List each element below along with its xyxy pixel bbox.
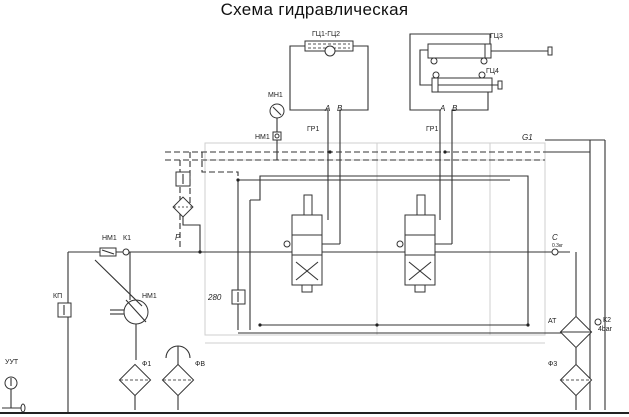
- label-g1: G1: [522, 133, 533, 142]
- relief-valve-kp: [57, 302, 72, 318]
- port-b-1: B: [337, 104, 343, 113]
- cylinder-gc1-gc2: [289, 40, 369, 155]
- relief-valve-280: [231, 289, 246, 305]
- label-hm1-throttle: НМ1: [102, 235, 117, 242]
- filter-fv: [161, 345, 195, 410]
- heat-exchanger-at: [559, 252, 593, 349]
- manometer-mh1: [269, 103, 285, 160]
- filter-f1: [118, 363, 152, 410]
- port-a-2: A: [439, 104, 445, 113]
- label-check-value: 0.3кг: [552, 243, 563, 249]
- label-k2-pressure: 4bar: [598, 326, 613, 333]
- label-f3: Ф3: [548, 361, 557, 368]
- label-at: АТ: [548, 318, 557, 325]
- filter-f3: [559, 348, 593, 410]
- label-p: P: [175, 233, 181, 242]
- label-uut: УУТ: [5, 359, 19, 366]
- main-lines: [68, 139, 606, 410]
- label-gc1-gc2: ГЦ1-ГЦ2: [312, 31, 340, 38]
- label-f1: Ф1: [142, 361, 151, 368]
- label-mh1: МН1: [268, 92, 283, 99]
- junction-dots: [198, 150, 530, 327]
- level-gauge-uut: [2, 376, 26, 413]
- throttle-hm1: [67, 247, 130, 412]
- label-hm1-gauge: НМ1: [255, 134, 270, 141]
- distributor-1: [283, 155, 341, 293]
- assembly-boundary: [204, 142, 546, 344]
- pump-hm1: [94, 252, 149, 360]
- label-280: 280: [207, 293, 222, 302]
- label-kp: КП: [53, 293, 62, 300]
- cylinder-gc4: [431, 71, 503, 93]
- diagram-title: Схема гидравлическая: [220, 0, 409, 19]
- label-fv: ФВ: [195, 361, 205, 368]
- check-valve-c: [551, 248, 559, 256]
- label-gc4: ГЦ4: [486, 68, 499, 75]
- label-k1: К1: [123, 235, 131, 242]
- label-gc3: ГЦ3: [490, 33, 503, 40]
- label-gr1-2: ГР1: [426, 126, 438, 133]
- cylinder-gc3: [427, 43, 553, 65]
- distributor-2: [396, 155, 453, 293]
- label-gr1-1: ГР1: [307, 126, 319, 133]
- label-k2: К2: [603, 317, 611, 324]
- label-pump: НМ1: [142, 293, 157, 300]
- port-b-2: B: [452, 104, 458, 113]
- pressure-relief-p: [172, 171, 201, 252]
- label-c: C: [552, 233, 558, 242]
- check-valve-k2: [594, 318, 602, 326]
- port-a-1: A: [324, 104, 330, 113]
